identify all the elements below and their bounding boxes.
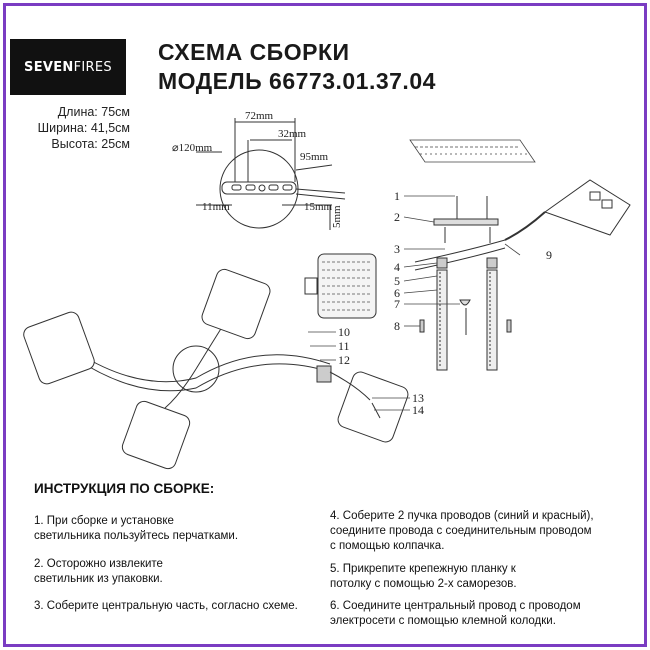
assembly-drawing: 72mm 32mm ⌀120mm 95mm 11mm 15mm 5mm <box>23 110 631 470</box>
dimensions-list: Длина: 75см Ширина: 41,5см Высота: 25см <box>18 104 130 152</box>
part-number-7: 7 <box>394 297 400 311</box>
dimension-length: Длина: 75см <box>57 105 130 119</box>
mounting-plate-detail <box>196 118 346 230</box>
instruction-step-6: 6. Соедините центральный провод с провод… <box>330 600 581 627</box>
page-title: СХЕМА СБОРКИ МОДЕЛЬ 66773.01.37.04 <box>158 38 436 96</box>
dim-11: 11mm <box>202 201 230 213</box>
dim-120: ⌀120mm <box>172 142 213 154</box>
part-number-5: 5 <box>394 274 400 288</box>
instruction-step-3: 3. Соберите центральную часть, согласно … <box>34 600 298 612</box>
part-number-8: 8 <box>394 319 400 333</box>
fixture-top-view <box>23 268 409 470</box>
dim-32: 32mm <box>278 128 307 140</box>
fixture-leaders <box>308 331 410 411</box>
part-number-10: 10 <box>338 325 350 339</box>
part-number-3: 3 <box>394 242 400 256</box>
dimension-height: Высота: 25см <box>51 137 130 151</box>
dim-5: 5mm <box>331 205 343 228</box>
dimension-width: Ширина: 41,5см <box>37 121 130 135</box>
exploded-assembly <box>414 179 631 371</box>
ceiling-hatch <box>409 139 536 163</box>
mounting-bar <box>221 181 297 195</box>
part-number-6: 6 <box>394 286 400 300</box>
title-line1: СХЕМА СБОРКИ <box>158 39 350 65</box>
part-number-12: 12 <box>338 353 350 367</box>
dim-95: 95mm <box>300 151 329 163</box>
part-number-14: 14 <box>412 403 424 417</box>
instruction-step-1: 1. При сборке и установке светильника по… <box>34 515 239 542</box>
part-number-13: 13 <box>412 391 424 405</box>
page-frame <box>3 3 647 647</box>
part-number-1: 1 <box>394 189 400 203</box>
brand-part2: FIRES <box>73 59 112 75</box>
title-line2: МОДЕЛЬ 66773.01.37.04 <box>158 68 436 94</box>
dim-15: 15mm <box>304 201 333 213</box>
shade-detail <box>304 253 377 319</box>
instruction-step-4: 4. Соберите 2 пучка проводов (синий и кр… <box>330 510 594 552</box>
brand-logo: SEVENFIRES <box>10 39 126 95</box>
dim-72: 72mm <box>245 110 274 122</box>
part-number-2: 2 <box>394 210 400 224</box>
part-number-9: 9 <box>546 248 552 262</box>
part-leaders <box>403 195 521 327</box>
part-number-11: 11 <box>338 339 350 353</box>
instruction-step-5: 5. Прикрепите крепежную планку к потолку… <box>330 563 517 590</box>
brand-part1: SEVEN <box>24 59 74 75</box>
instructions-heading: ИНСТРУКЦИЯ ПО СБОРКЕ: <box>34 481 215 496</box>
instruction-step-2: 2. Осторожно извлеките светильник из упа… <box>34 558 163 585</box>
part-number-4: 4 <box>394 260 400 274</box>
